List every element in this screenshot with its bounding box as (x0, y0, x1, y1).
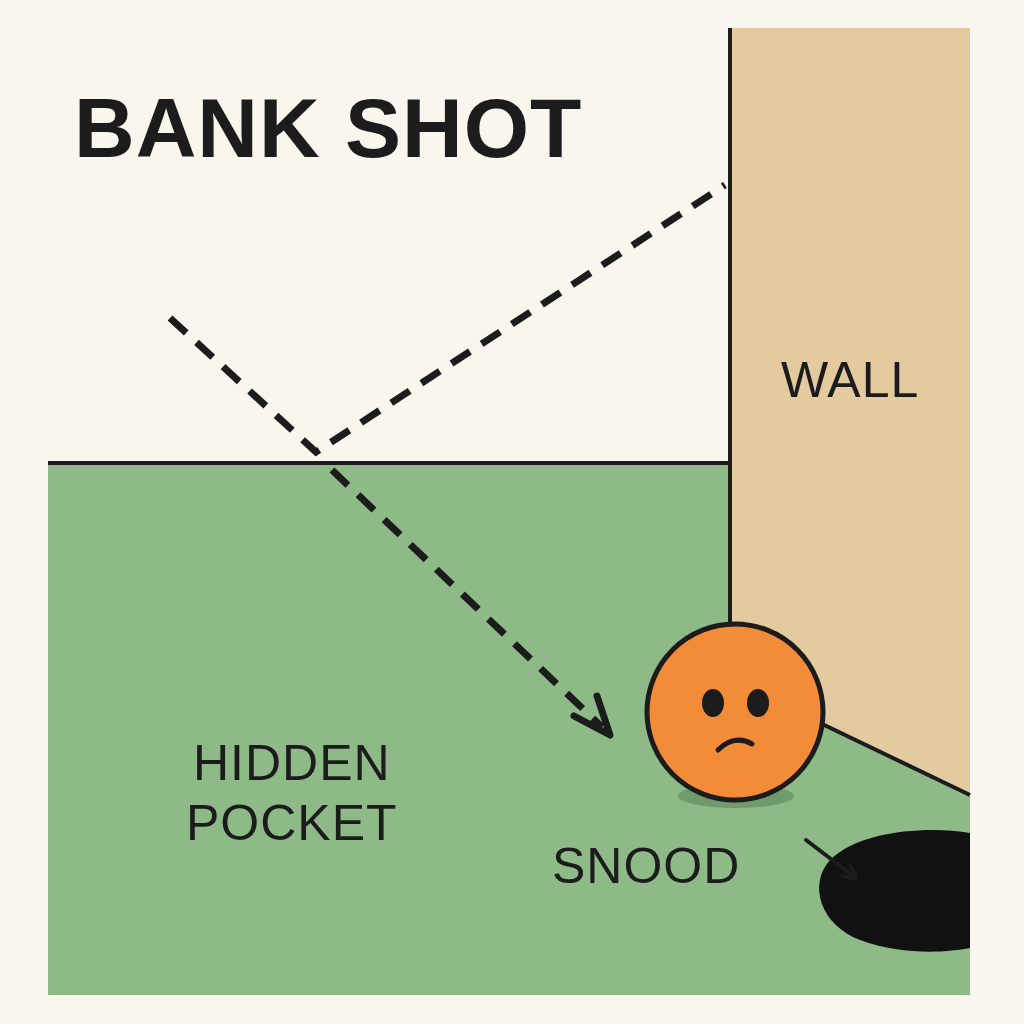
ball-label: SNOOD (552, 836, 740, 896)
region-label: HIDDEN POCKET (186, 733, 398, 853)
shot-path-after-bounce (332, 470, 602, 727)
region-label: WALL (781, 350, 919, 410)
shot-arrowhead (574, 696, 610, 735)
wall-edge (728, 28, 732, 690)
wall-base-edge (818, 722, 970, 795)
title: BANK SHOT (74, 78, 582, 179)
pocket-hole (819, 830, 970, 952)
floor-edge (48, 461, 730, 465)
leader-arrow (806, 840, 852, 875)
shot-path (170, 185, 725, 452)
snood-ball (647, 624, 823, 800)
